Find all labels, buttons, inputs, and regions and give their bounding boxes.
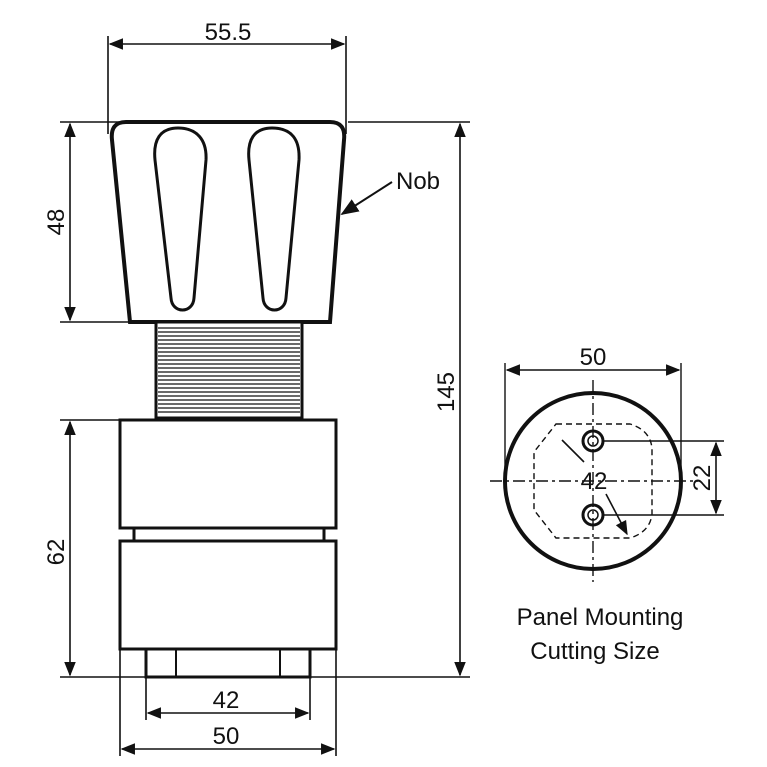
stem-threads	[158, 327, 300, 413]
threaded-stem	[154, 320, 304, 420]
dim-knob-height: 48	[43, 209, 70, 236]
dim-knob-width: 55.5	[205, 19, 252, 46]
hole-circle-leader-top	[561, 439, 585, 463]
lower-housing	[118, 539, 338, 651]
dim-base-inner: 42	[213, 687, 240, 714]
panel-caption-line2: Cutting Size	[530, 638, 659, 665]
middle-ring	[132, 526, 326, 543]
dim-base-outer: 50	[213, 723, 240, 750]
nob-label: Nob	[396, 168, 440, 195]
knob-grip-left	[153, 126, 208, 312]
mounting-hole-top-inner	[587, 435, 599, 447]
hole-circle-leader-bottom	[605, 493, 628, 536]
dim-body-height: 62	[43, 539, 70, 566]
panel-cutout-view	[490, 363, 724, 582]
nob-leader	[340, 181, 393, 215]
panel-caption-line1: Panel Mounting	[517, 604, 684, 631]
upper-housing	[118, 418, 338, 530]
base-nut	[144, 647, 312, 679]
dim-hole-circle: 42	[581, 468, 608, 495]
knob-grip-right	[247, 126, 301, 312]
mounting-hole-bottom-inner	[587, 509, 599, 521]
knob-body	[109, 120, 347, 324]
dim-total-height: 145	[433, 372, 460, 412]
dim-hole-spacing: 22	[689, 465, 716, 492]
panel-dashed-outline	[533, 423, 653, 539]
dim-panel-diameter: 50	[580, 344, 607, 371]
side-view	[60, 36, 470, 756]
